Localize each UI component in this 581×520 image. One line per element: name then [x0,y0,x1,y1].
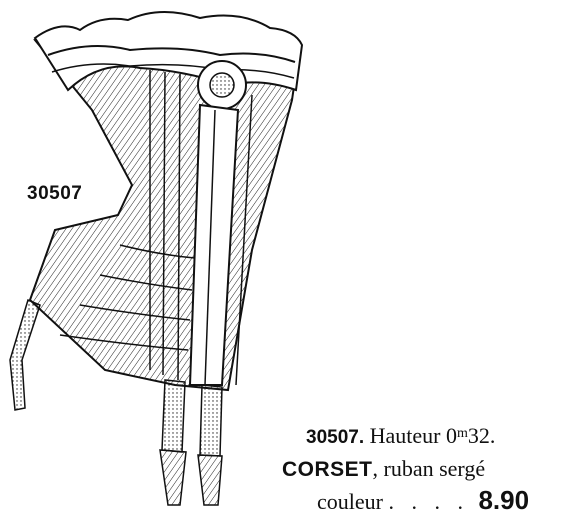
corset-drawing [9,10,304,506]
height-digits: 32 [467,423,490,448]
reference-number: 30507. [306,427,365,448]
height-unit: m [456,426,468,441]
suspender-left [9,298,41,411]
product-caption: 30507. Hauteur 0m32. CORSET, ruban sergé… [282,418,578,517]
suspender-front-2 [199,384,223,457]
price-leader: . . . . [388,489,469,514]
product-description: , ruban sergé [372,456,486,481]
suspender-front-1 [161,379,186,453]
product-name: CORSET [282,458,373,481]
height-label: Hauteur [369,423,441,448]
corset-illustration [9,10,304,506]
caption-line-3: couleur . . . . 8.90 [282,485,578,517]
height-end: . [489,423,496,448]
price: 8.90 [478,485,530,515]
product-description-cont: couleur [317,489,383,514]
height-value: 0 [445,423,457,448]
item-number-label: 30507 [27,183,83,204]
caption-line-2: CORSET, ruban sergé [282,453,578,485]
caption-line-1: 30507. Hauteur 0m32. [282,418,578,453]
busk [188,103,240,386]
